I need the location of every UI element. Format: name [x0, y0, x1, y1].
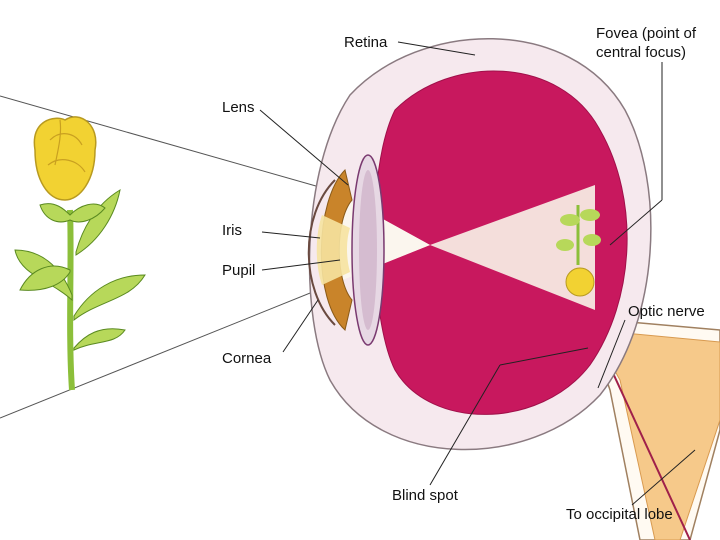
label-fovea-line1: Fovea (point of: [596, 25, 697, 42]
optic-nerve-vessel: [599, 344, 691, 540]
optic-nerve-core: [591, 329, 720, 540]
label-occipital-lobe: To occipital lobe: [566, 506, 673, 523]
lens-inner: [359, 170, 377, 330]
light-cone-upper: [330, 185, 595, 310]
label-retina: Retina: [344, 34, 388, 51]
label-pupil: Pupil: [222, 262, 256, 279]
pupil: [316, 215, 350, 285]
leader-lines: [259, 41, 696, 506]
label-optic-nerve: Optic nerve: [628, 303, 705, 320]
label-lens: Lens: [222, 99, 255, 116]
label-fovea-line2: central focus): [596, 44, 687, 61]
label-cornea: Cornea: [222, 350, 272, 367]
label-blind-spot: Blind spot: [392, 487, 458, 504]
label-iris: Iris: [222, 222, 242, 239]
inverted-rose-image: [556, 205, 601, 297]
rose: [14, 116, 146, 391]
light-ray-lines: [0, 95, 331, 419]
cornea: [307, 179, 336, 326]
